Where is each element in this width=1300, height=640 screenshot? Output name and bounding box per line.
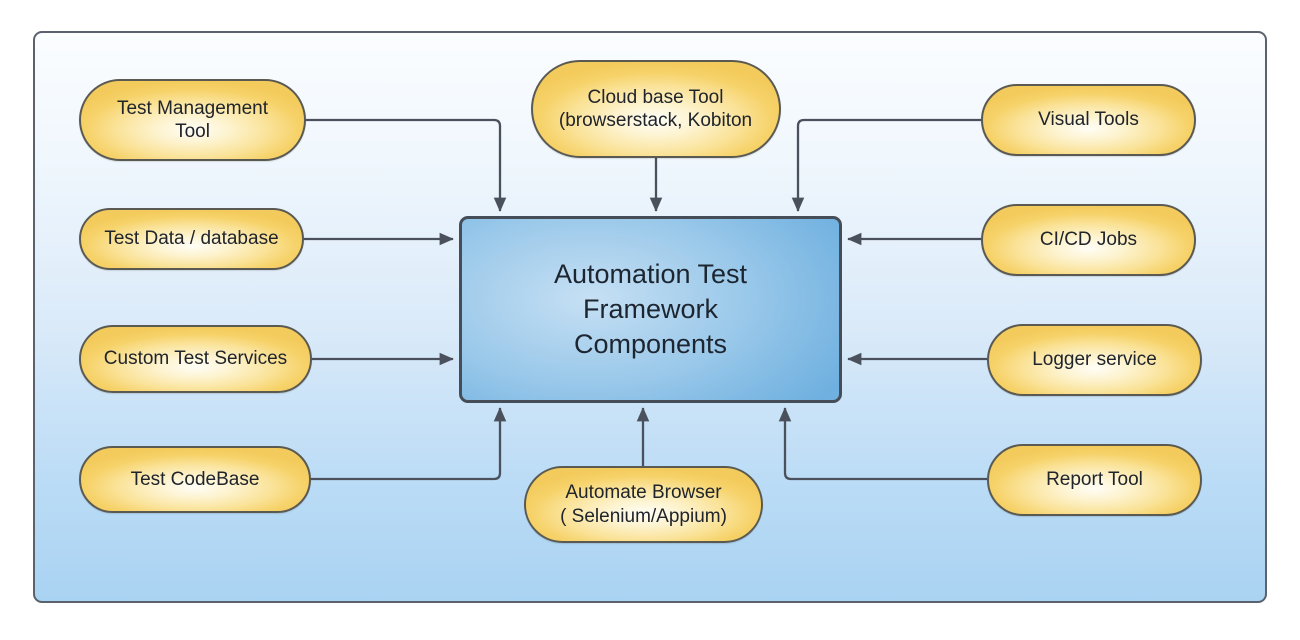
node-custom-test-services-label: Custom Test Services xyxy=(103,348,288,370)
node-logger-service[interactable]: Logger service xyxy=(987,324,1202,396)
node-visual-tools[interactable]: Visual Tools xyxy=(981,84,1196,156)
node-cicd-jobs-label: CI/CD Jobs xyxy=(1039,229,1138,251)
node-test-management-tool[interactable]: Test Management Tool xyxy=(79,79,306,161)
node-test-codebase[interactable]: Test CodeBase xyxy=(79,446,311,513)
node-cloud-base-tool[interactable]: Cloud base Tool (browserstack, Kobiton xyxy=(531,60,781,158)
node-report-tool-label: Report Tool xyxy=(1046,469,1143,491)
node-test-data-database[interactable]: Test Data / database xyxy=(79,208,304,270)
node-logger-service-label: Logger service xyxy=(1032,349,1157,371)
node-test-codebase-label: Test CodeBase xyxy=(130,468,260,490)
node-automate-browser[interactable]: Automate Browser ( Selenium/Appium) xyxy=(524,466,763,543)
node-automate-browser-label: Automate Browser ( Selenium/Appium) xyxy=(560,482,727,527)
center-node-automation-test-framework-components[interactable]: Automation Test Framework Components xyxy=(459,216,842,403)
node-visual-tools-label: Visual Tools xyxy=(1038,109,1139,131)
node-cicd-jobs[interactable]: CI/CD Jobs xyxy=(981,204,1196,276)
node-custom-test-services[interactable]: Custom Test Services xyxy=(79,325,312,393)
node-cloud-base-tool-label: Cloud base Tool (browserstack, Kobiton xyxy=(558,86,753,131)
node-test-data-database-label: Test Data / database xyxy=(104,228,279,250)
node-report-tool[interactable]: Report Tool xyxy=(987,444,1202,516)
node-test-management-tool-label: Test Management Tool xyxy=(116,97,269,142)
center-node-label: Automation Test Framework Components xyxy=(553,258,748,360)
